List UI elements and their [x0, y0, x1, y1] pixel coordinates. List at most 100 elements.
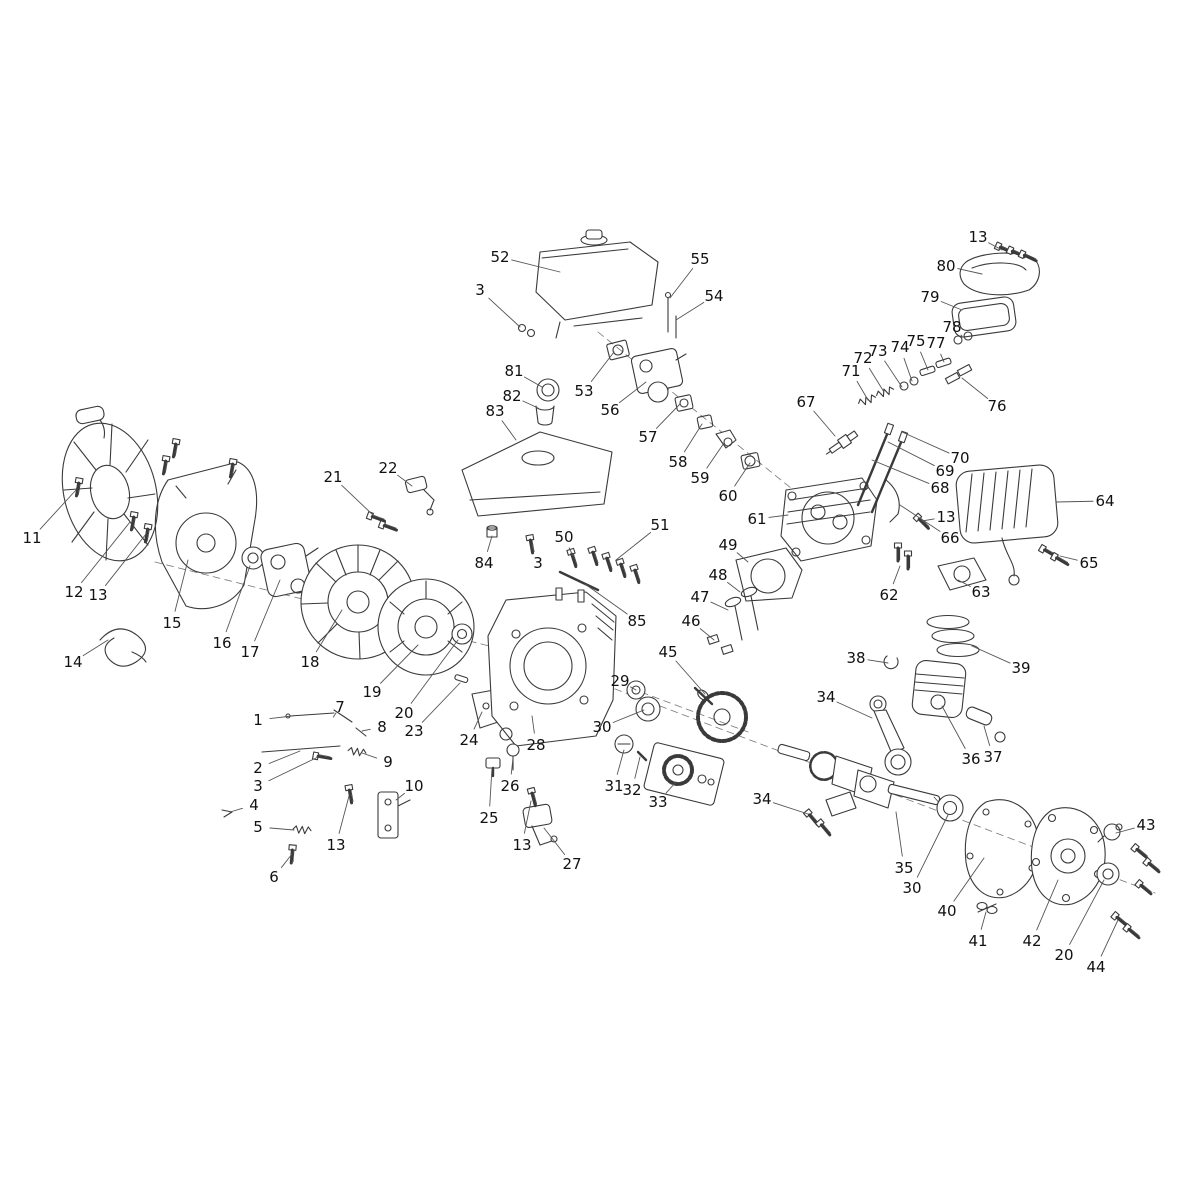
part-number-label: 30 — [592, 718, 611, 736]
leader-line — [980, 911, 987, 930]
part-number-label: 15 — [162, 614, 181, 632]
leader-line — [675, 301, 705, 321]
part-number-label: 20 — [394, 704, 413, 722]
carburetor-assembly — [606, 339, 761, 470]
woodruff-key — [454, 674, 469, 684]
leader-line — [892, 565, 901, 585]
part-number-label: 66 — [940, 529, 959, 547]
part-number-label: 54 — [704, 287, 723, 305]
tank-rods — [664, 291, 677, 339]
small-bushing — [486, 525, 538, 555]
part-number-label: 3 — [253, 777, 263, 795]
leader-line — [531, 545, 535, 553]
muffler-bolts — [885, 479, 1072, 570]
part-number-label: 39 — [1011, 659, 1030, 677]
leader-line — [410, 639, 459, 704]
recoil-spring — [99, 628, 147, 667]
leader-line — [895, 811, 903, 857]
piston — [911, 659, 967, 719]
leader-line — [1036, 879, 1059, 931]
part-number-label: 12 — [64, 583, 83, 601]
leader-line — [104, 533, 147, 587]
leader-line — [734, 462, 751, 487]
leader-line — [887, 441, 935, 467]
valve-train-parts — [856, 357, 973, 408]
part-number-label: 40 — [937, 902, 956, 920]
leader-line — [813, 410, 836, 437]
leader-line — [510, 757, 514, 775]
leader-line — [634, 756, 641, 779]
leader-line — [82, 639, 109, 657]
part-number-label: 34 — [752, 790, 771, 808]
part-number-label: 61 — [747, 510, 766, 528]
leader-line — [397, 474, 413, 487]
leader-line — [531, 715, 535, 734]
part-number-label: 84 — [474, 554, 493, 572]
fan-cover — [154, 461, 258, 610]
part-number-label: 51 — [650, 516, 669, 534]
leader-line — [957, 268, 983, 275]
part-number-label: 24 — [459, 731, 478, 749]
part-number-label: 62 — [879, 586, 898, 604]
throttle-linkage — [221, 709, 367, 865]
leader-line — [473, 711, 483, 730]
part-number-label: 16 — [212, 634, 231, 652]
case-gasket — [964, 799, 1040, 899]
part-number-label: 43 — [1136, 816, 1155, 834]
leader-line — [655, 403, 681, 429]
part-number-label: 34 — [816, 688, 835, 706]
crankcase — [487, 587, 617, 747]
leader-line — [395, 792, 405, 801]
part-number-label: 59 — [690, 469, 709, 487]
rocker-cover — [959, 240, 1040, 296]
leader-line — [957, 579, 971, 587]
leader-line — [568, 547, 574, 557]
part-number-label: 64 — [1095, 492, 1114, 510]
leader-line — [901, 431, 950, 454]
leader-line — [522, 400, 539, 409]
part-number-label: 35 — [894, 859, 913, 877]
leader-line — [736, 552, 749, 563]
part-number-label: 41 — [968, 932, 987, 950]
leader-line — [523, 376, 543, 388]
part-number-label: 13 — [936, 508, 955, 526]
leader-line — [268, 756, 319, 782]
part-number-label: 45 — [658, 643, 677, 661]
ignition-coil — [260, 542, 319, 598]
leader-line — [268, 750, 301, 764]
leader-line — [1055, 500, 1094, 503]
oil-seal-right — [1096, 862, 1120, 886]
valves — [706, 586, 759, 655]
oil-level-switch — [522, 785, 558, 846]
leader-line — [960, 334, 963, 337]
leader-line — [315, 609, 343, 653]
leader-line — [630, 686, 637, 691]
part-number-label: 76 — [987, 397, 1006, 415]
part-number-label: 77 — [926, 334, 945, 352]
leader-line — [916, 814, 949, 878]
leader-line — [269, 715, 293, 720]
leader-line — [665, 781, 677, 794]
part-number-label: 30 — [902, 879, 921, 897]
part-number-label: 4 — [249, 796, 259, 814]
leader-line — [229, 807, 243, 813]
leader-line — [868, 367, 885, 393]
leader-line — [341, 484, 375, 517]
push-rods — [856, 422, 909, 514]
leader-line — [361, 752, 378, 759]
leader-line — [867, 659, 889, 664]
cylinder-head — [780, 477, 878, 562]
leader-line — [1069, 879, 1105, 945]
part-number-label: 47 — [690, 588, 709, 606]
leader-line — [772, 802, 809, 815]
part-number-label: 37 — [983, 748, 1002, 766]
part-number-label: 49 — [718, 536, 737, 554]
leader-line — [971, 645, 1011, 664]
part-number-label: 73 — [868, 342, 887, 360]
part-number-label: 82 — [502, 387, 521, 405]
part-number-label: 85 — [627, 612, 646, 630]
part-number-label: 17 — [240, 643, 259, 661]
leader-line — [280, 853, 293, 868]
part-number-label: 20 — [1054, 946, 1073, 964]
part-number-label: 11 — [22, 529, 41, 547]
